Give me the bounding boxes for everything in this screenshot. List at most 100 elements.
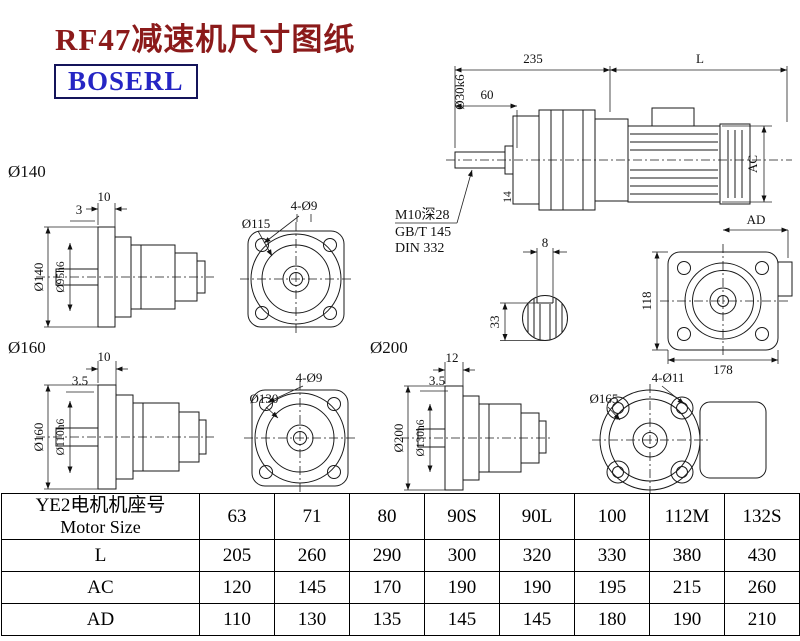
table-row-L: L 205 260 290 300 320 330 380 430: [1, 539, 800, 572]
rear-view-dimension-lines: [652, 227, 789, 364]
size-cell: 90S: [424, 493, 500, 540]
value-cell: 190: [649, 603, 725, 636]
value-cell: 180: [574, 603, 650, 636]
row-label: AD: [1, 603, 200, 636]
table-header-row: YE2电机机座号 Motor Size 63 71 80 90S 90L 100…: [1, 493, 800, 540]
dim-8: 8: [542, 235, 549, 250]
brand-logo: BOSERL: [68, 66, 184, 96]
dim-f140-3: 3: [76, 202, 83, 217]
dim-f160-10: 10: [98, 349, 111, 364]
dim-14: 14: [502, 191, 514, 203]
value-cell: 380: [649, 539, 725, 572]
header-cn: YE2电机机座号: [35, 495, 166, 516]
flange200-label: Ø200: [370, 338, 408, 357]
value-cell: 300: [424, 539, 500, 572]
value-cell: 130: [274, 603, 350, 636]
dim-178: 178: [713, 362, 733, 377]
shaft-section-linework: [522, 295, 568, 341]
value-cell: 205: [199, 539, 275, 572]
dim-f160-outer: Ø160: [31, 423, 46, 452]
rear-view-linework: [660, 244, 793, 358]
flange200-side-linework: [400, 385, 550, 491]
dim-f140-holes: 4-Ø9: [291, 198, 318, 213]
flange140-front-linework: [240, 222, 352, 336]
value-cell: 260: [274, 539, 350, 572]
dim-f160-spigot: Ø110h6: [55, 418, 67, 455]
dim-60: 60: [481, 87, 494, 102]
dim-f200-holes: 4-Ø11: [652, 370, 685, 385]
row-label: AC: [1, 571, 200, 604]
value-cell: 190: [424, 571, 500, 604]
flange140-side-linework: [36, 226, 214, 328]
value-cell: 135: [349, 603, 425, 636]
value-cell: 290: [349, 539, 425, 572]
note-din-standard: DIN 332: [395, 241, 444, 256]
dim-f140-spigot: Ø95h6: [55, 261, 67, 293]
value-cell: 320: [499, 539, 575, 572]
shaft-section-dimension-lines: [500, 248, 567, 341]
dim-f200-35: 3.5: [429, 373, 445, 388]
value-cell: 260: [724, 571, 800, 604]
flange160-side-linework: [36, 384, 214, 490]
page-title: RF47减速机尺寸图纸: [55, 22, 356, 57]
dim-235: 235: [523, 51, 543, 66]
size-cell: 112M: [649, 493, 725, 540]
value-cell: 110: [199, 603, 275, 636]
value-cell: 145: [499, 603, 575, 636]
motor-size-table: YE2电机机座号 Motor Size 63 71 80 90S 90L 100…: [1, 493, 800, 636]
value-cell: 210: [724, 603, 800, 636]
table-row-AC: AC 120 145 170 190 190 195 215 260: [1, 571, 800, 604]
flange200-front-leaders: [607, 385, 685, 421]
dim-f160-35: 3.5: [72, 373, 88, 388]
note-gb-standard: GB/T 145: [395, 225, 451, 240]
dim-f140-10: 10: [98, 189, 111, 204]
logo-box: BOSERL: [54, 64, 198, 99]
value-cell: 145: [274, 571, 350, 604]
note-tapped-hole: M10深28: [395, 207, 449, 223]
dim-33: 33: [487, 316, 502, 329]
flange160-front-leaders: [265, 385, 304, 419]
flange140-side-dimension-lines: [44, 203, 127, 328]
dim-AD: AD: [747, 212, 766, 227]
technical-drawing: 235 L 60 Ø30k6 AC 14 M10深28 GB/T 145 DIN…: [8, 51, 793, 493]
size-cell: 80: [349, 493, 425, 540]
size-cell: 90L: [499, 493, 575, 540]
flange160-label: Ø160: [8, 338, 46, 357]
dim-f140-outer: Ø140: [31, 263, 46, 292]
size-cell: 71: [274, 493, 350, 540]
dim-f200-bolt-circle: Ø165: [590, 391, 619, 406]
dim-f200-outer: Ø200: [391, 424, 406, 453]
dim-f200-12: 12: [446, 350, 459, 365]
flange160-side-dimension-lines: [44, 361, 128, 490]
main-view-dimension-lines: [395, 66, 788, 224]
value-cell: 430: [724, 539, 800, 572]
dim-118: 118: [639, 291, 654, 310]
value-cell: 120: [199, 571, 275, 604]
dim-f160-bolt-circle: Ø130: [250, 391, 279, 406]
dim-AC: AC: [745, 155, 760, 173]
size-cell: 63: [199, 493, 275, 540]
value-cell: 145: [424, 603, 500, 636]
flange200-side-dimension-lines: [404, 362, 475, 491]
flange140-front-leaders: [257, 214, 312, 257]
value-cell: 190: [499, 571, 575, 604]
value-cell: 215: [649, 571, 725, 604]
row-label: L: [1, 539, 200, 572]
table-row-AD: AD 110 130 135 145 145 180 190 210: [1, 603, 800, 636]
value-cell: 170: [349, 571, 425, 604]
dim-shaft-diameter: Ø30k6: [452, 74, 467, 110]
dim-f160-holes: 4-Ø9: [296, 370, 323, 385]
value-cell: 330: [574, 539, 650, 572]
header-en: Motor Size: [60, 517, 141, 537]
flange140-label: Ø140: [8, 162, 46, 181]
dim-f140-bolt-circle: Ø115: [242, 216, 270, 231]
dim-L: L: [696, 51, 704, 66]
dim-f200-spigot: Ø130h6: [415, 419, 427, 456]
size-cell: 132S: [724, 493, 800, 540]
main-view-linework: [446, 107, 792, 211]
flange200-front-linework: [592, 384, 767, 493]
value-cell: 195: [574, 571, 650, 604]
flange160-front-linework: [244, 381, 356, 492]
motor-size-header-cell: YE2电机机座号 Motor Size: [1, 493, 200, 540]
